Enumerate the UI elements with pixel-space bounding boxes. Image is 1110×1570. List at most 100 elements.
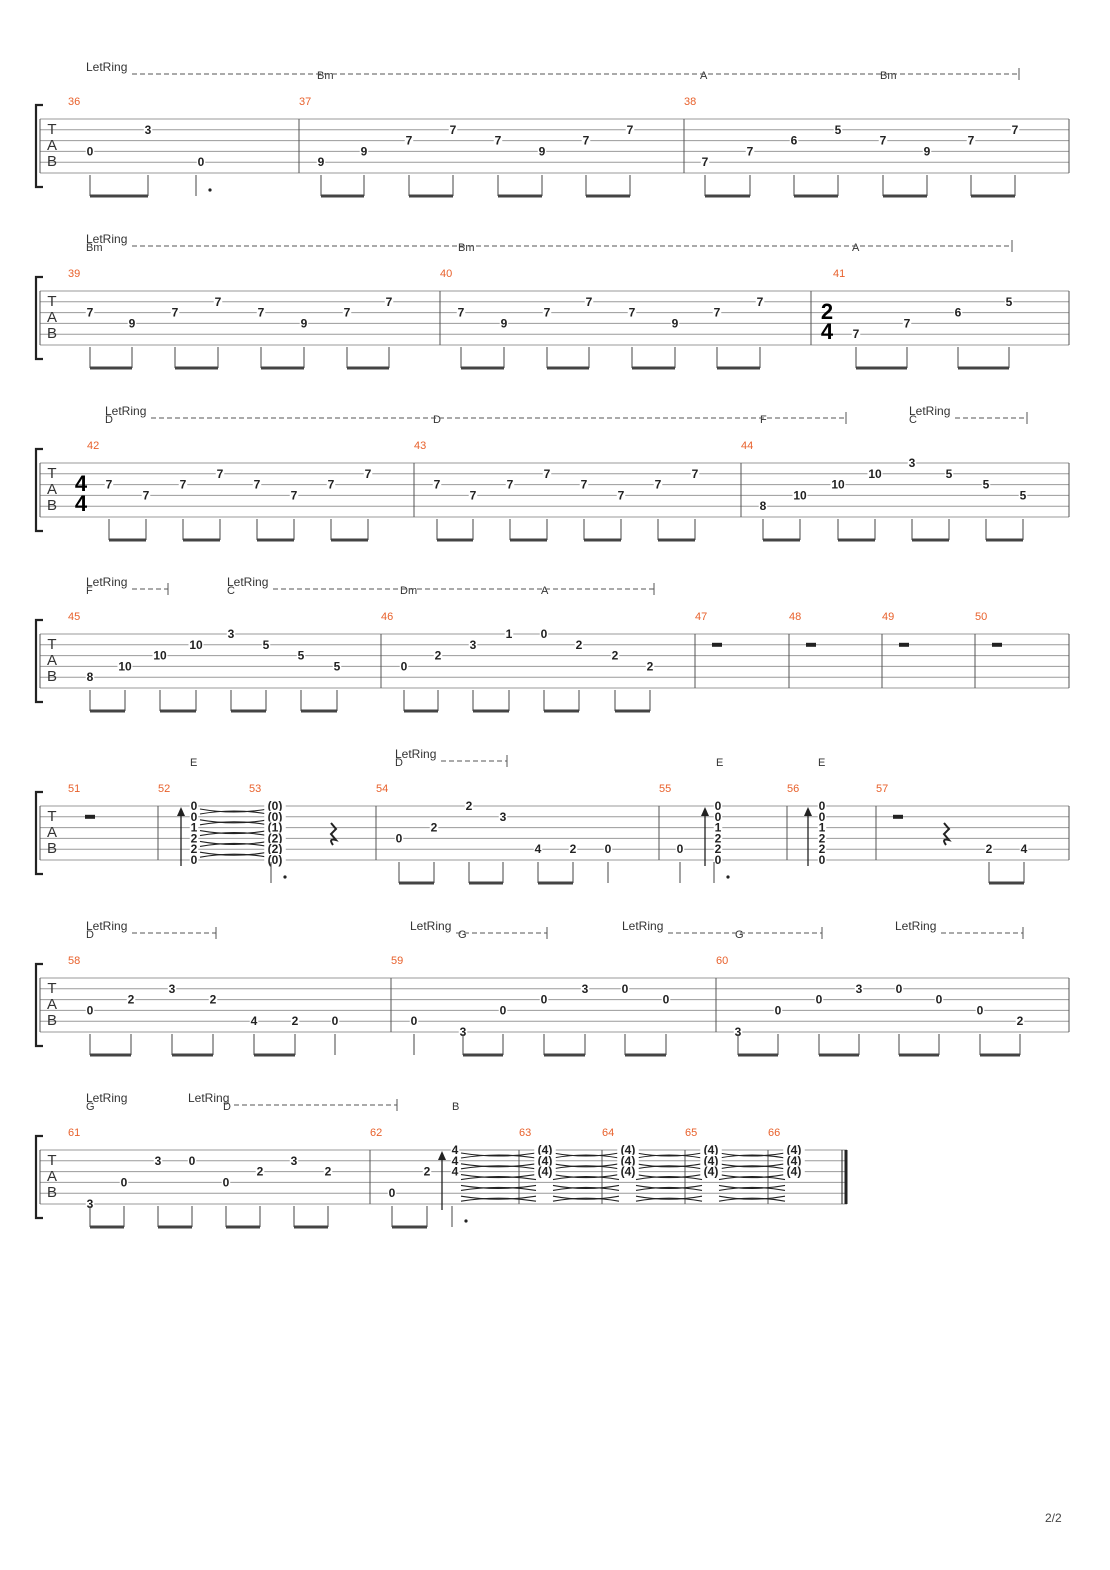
chord-name: B <box>452 1101 459 1113</box>
fret-number: 2 <box>191 831 198 845</box>
fret-mask <box>700 1154 722 1167</box>
fret-mask <box>499 317 509 330</box>
whole-rest <box>806 642 816 647</box>
whole-rest <box>899 642 909 647</box>
time-signature-bottom: 4 <box>821 319 834 344</box>
bar-number: 45 <box>68 611 80 623</box>
fret-number: 5 <box>263 638 270 652</box>
tie-arc <box>718 1176 786 1181</box>
chord-name: A <box>700 70 708 82</box>
fret-number: (0) <box>268 810 283 824</box>
fret-mask <box>534 1165 556 1178</box>
fret-number: 2 <box>435 649 442 663</box>
tab-clef-letter: A <box>47 824 57 841</box>
fret-number: 7 <box>458 306 465 320</box>
fret-number: 10 <box>831 478 845 492</box>
fret-number: 7 <box>544 467 551 481</box>
fret-number: 0 <box>819 853 826 867</box>
let-ring-label: LetRing <box>227 575 268 589</box>
chord-name: Bm <box>458 242 475 254</box>
fret-number: 2 <box>715 842 722 856</box>
tie-arc <box>718 1165 786 1170</box>
fret-mask <box>256 306 266 319</box>
tie-arc <box>552 1176 620 1181</box>
tie-arc <box>635 1197 703 1202</box>
fret-mask <box>534 1154 556 1167</box>
fret-number: 0 <box>715 853 722 867</box>
fret-number: 7 <box>87 306 94 320</box>
fret-number: (1) <box>268 821 283 835</box>
fret-number: 2 <box>570 842 577 856</box>
let-ring-label: LetRing <box>895 919 936 933</box>
fret-mask <box>645 660 655 673</box>
fret-mask <box>922 145 932 158</box>
let-ring-label: LetRing <box>86 232 127 246</box>
whole-rest <box>893 814 903 819</box>
fret-mask <box>712 306 722 319</box>
bar-number: 64 <box>602 1127 614 1139</box>
fret-number: 7 <box>450 123 457 137</box>
fret-number: 8 <box>760 499 767 513</box>
fret-mask <box>814 993 824 1006</box>
tie-arc <box>199 810 269 815</box>
fret-number: 7 <box>143 488 150 502</box>
fret-mask <box>189 854 199 866</box>
fret-mask <box>733 1026 743 1038</box>
fret-number: 0 <box>191 799 198 813</box>
strum-arrow-head <box>701 807 709 816</box>
fret-mask <box>299 317 309 330</box>
fret-mask <box>119 1176 129 1189</box>
strum-arrow-head <box>804 807 812 816</box>
fret-mask <box>537 145 547 158</box>
chord-name: E <box>818 757 825 769</box>
fret-number: 0 <box>411 1014 418 1028</box>
tie-arc <box>460 1165 537 1170</box>
page-number: 2/2 <box>1045 1511 1062 1525</box>
fret-number: 7 <box>344 306 351 320</box>
quarter-rest <box>942 822 952 846</box>
fret-number: 5 <box>298 649 305 663</box>
tie-arc <box>635 1195 703 1200</box>
fret-number: 2 <box>466 799 473 813</box>
fret-number: 7 <box>258 306 265 320</box>
fret-number: 7 <box>655 478 662 492</box>
fret-number: 7 <box>291 488 298 502</box>
fret-number: 9 <box>129 316 136 330</box>
fret-number: 5 <box>983 478 990 492</box>
tie-arc <box>460 1154 537 1159</box>
fret-mask <box>264 800 286 812</box>
fret-number: 7 <box>692 467 699 481</box>
tie-arc <box>718 1197 786 1202</box>
fret-mask <box>141 489 151 502</box>
fret-mask <box>1004 295 1014 308</box>
fret-number: 3 <box>87 1197 94 1211</box>
fret-number: 0 <box>332 1014 339 1028</box>
fret-number: 3 <box>470 638 477 652</box>
fret-number: (0) <box>268 799 283 813</box>
fret-mask <box>574 638 584 651</box>
tie-arc <box>460 1176 537 1181</box>
fret-number: 3 <box>500 810 507 824</box>
chord-name: D <box>395 757 403 769</box>
let-ring-label: LetRing <box>86 919 127 933</box>
bar-number: 63 <box>519 1127 531 1139</box>
fret-mask <box>568 843 578 856</box>
fret-mask <box>399 660 409 673</box>
chord-name: A <box>541 585 549 597</box>
fret-number: 2 <box>191 842 198 856</box>
tie-arc <box>635 1154 703 1159</box>
fret-mask <box>830 478 846 491</box>
fret-mask <box>542 467 552 480</box>
fret-mask <box>675 843 685 856</box>
fret-mask <box>792 489 808 502</box>
fret-number: (2) <box>268 842 283 856</box>
fret-mask <box>894 982 904 995</box>
fret-mask <box>984 843 994 856</box>
fret-mask <box>432 478 442 491</box>
fret-number: 7 <box>507 478 514 492</box>
fret-mask <box>153 1154 163 1167</box>
fret-mask <box>316 156 326 169</box>
fret-mask <box>1019 843 1029 856</box>
